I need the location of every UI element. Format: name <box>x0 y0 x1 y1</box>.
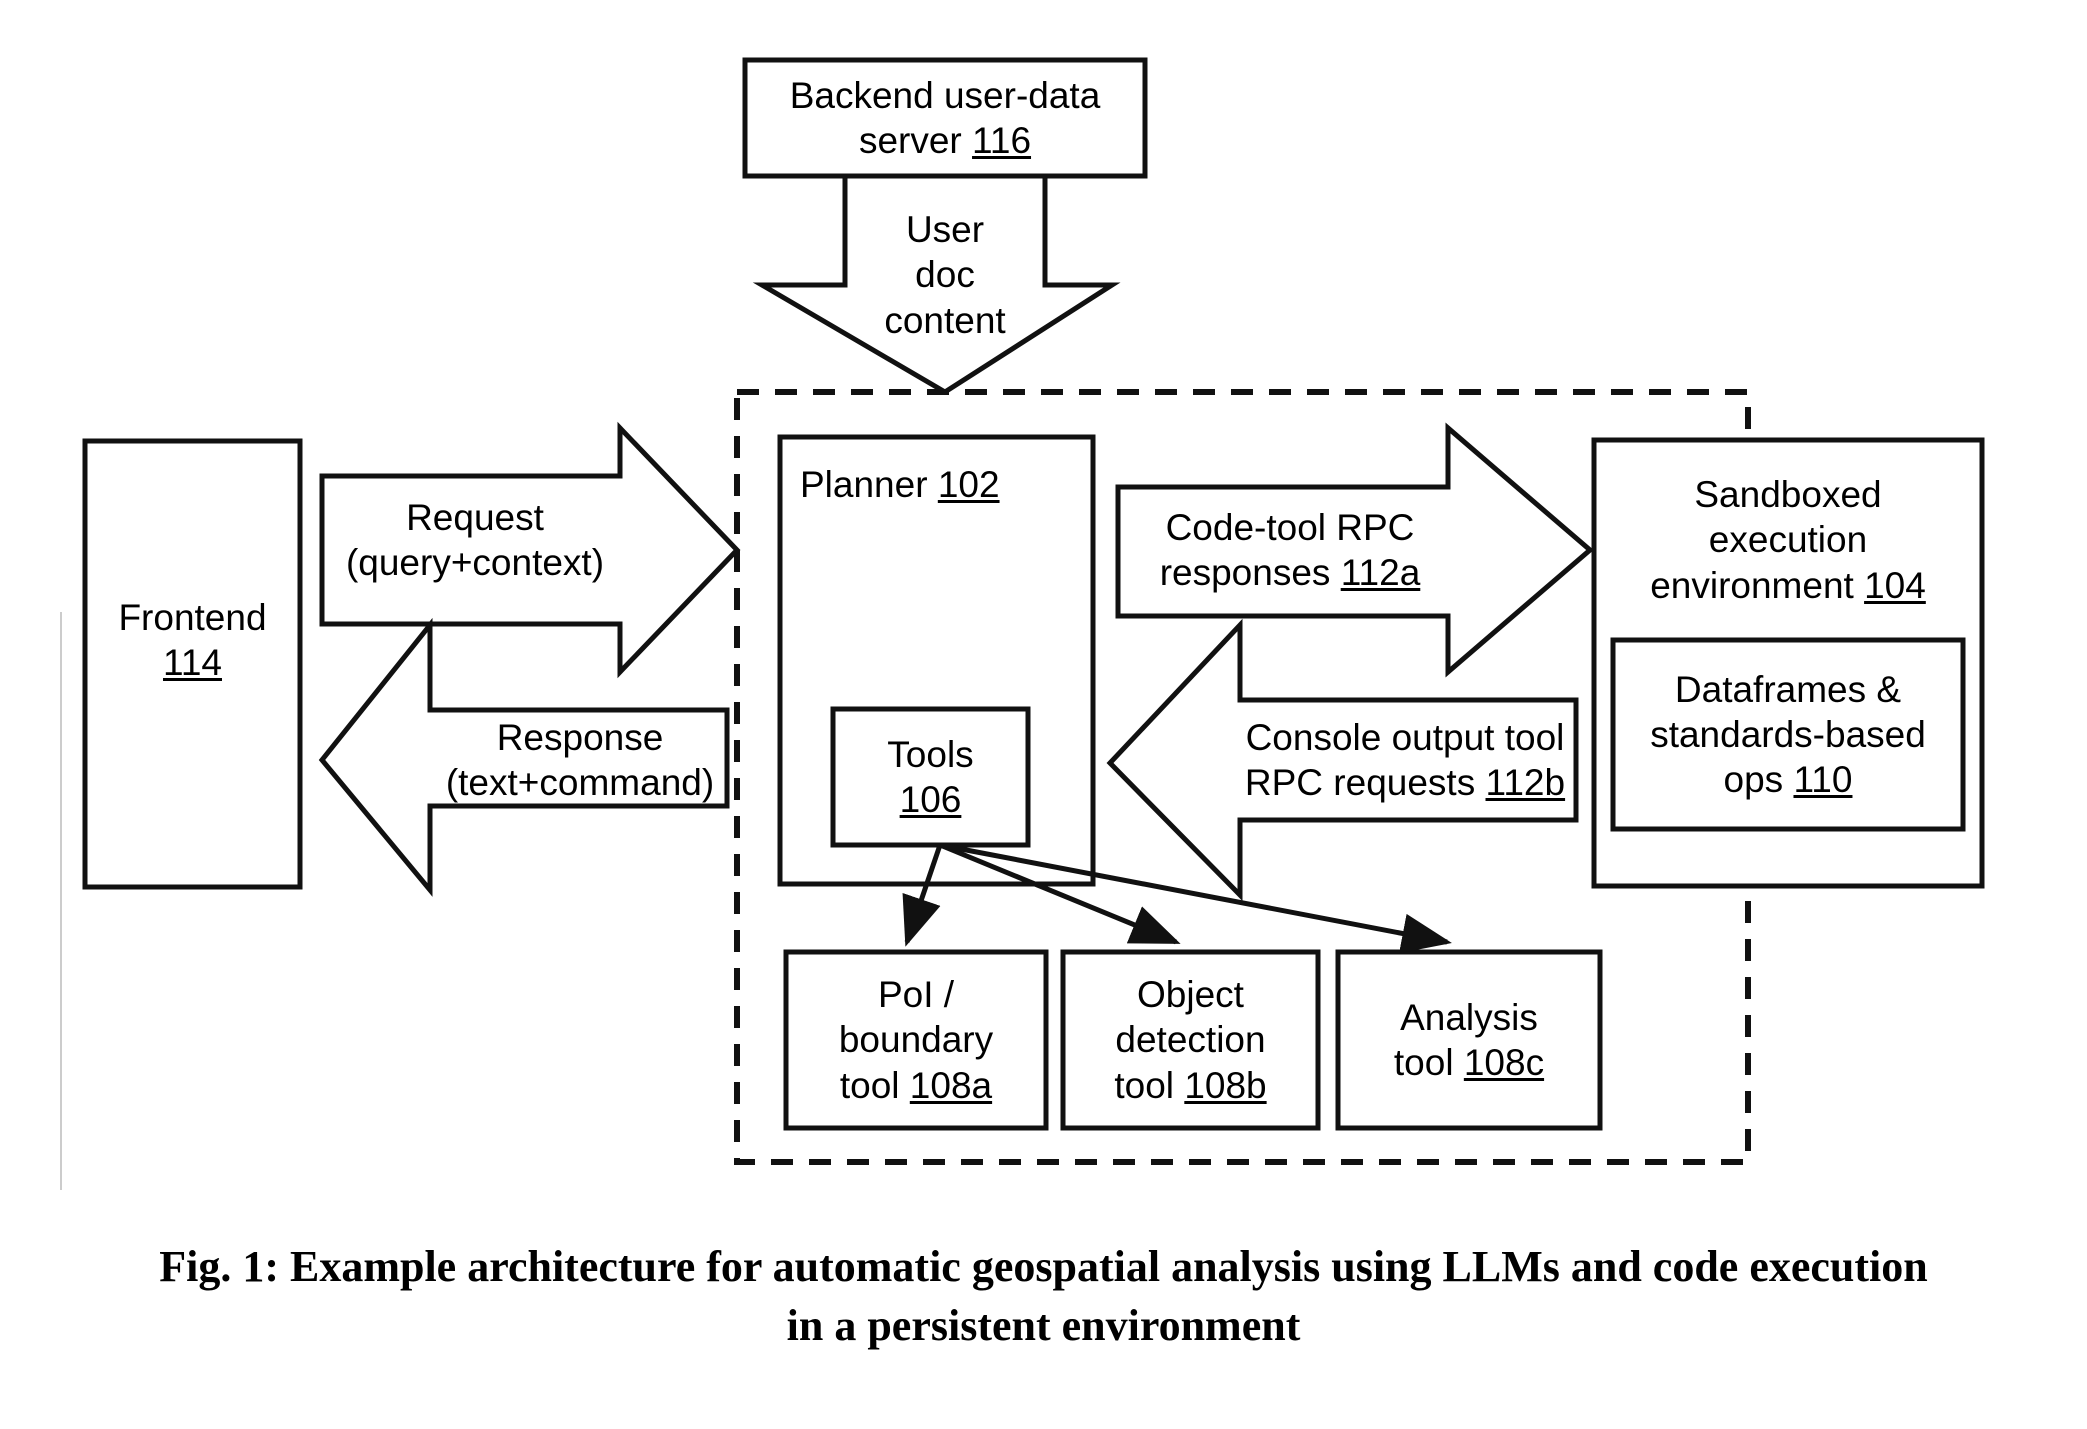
user-doc-arrow <box>752 173 1121 395</box>
connector-tools-to-object <box>939 842 1181 945</box>
connector-tools-to-analysis <box>939 842 1452 954</box>
backend-server-box <box>742 57 1148 179</box>
figure-caption-line2: execution in a persistent environment <box>786 1242 1928 1350</box>
response-arrow <box>318 617 730 897</box>
dataframes-box <box>1610 637 1966 832</box>
figure-caption: Fig. 1: Example architecture for automat… <box>0 1238 2087 1356</box>
analysis-tool-box <box>1335 949 1603 1131</box>
console-output-rpc-arrow <box>1106 618 1579 902</box>
poi-tool-box <box>783 949 1049 1131</box>
figure-caption-line1: Fig. 1: Example architecture for automat… <box>159 1242 1739 1291</box>
page-margin-rule <box>60 612 62 1190</box>
request-arrow <box>319 421 741 679</box>
frontend-box <box>82 438 303 890</box>
tools-box <box>830 706 1031 848</box>
persistent-environment-rect <box>734 389 1751 1165</box>
object-tool-box <box>1060 949 1321 1131</box>
connector-tools-to-poi <box>902 844 943 947</box>
code-tool-rpc-arrow <box>1115 422 1594 678</box>
